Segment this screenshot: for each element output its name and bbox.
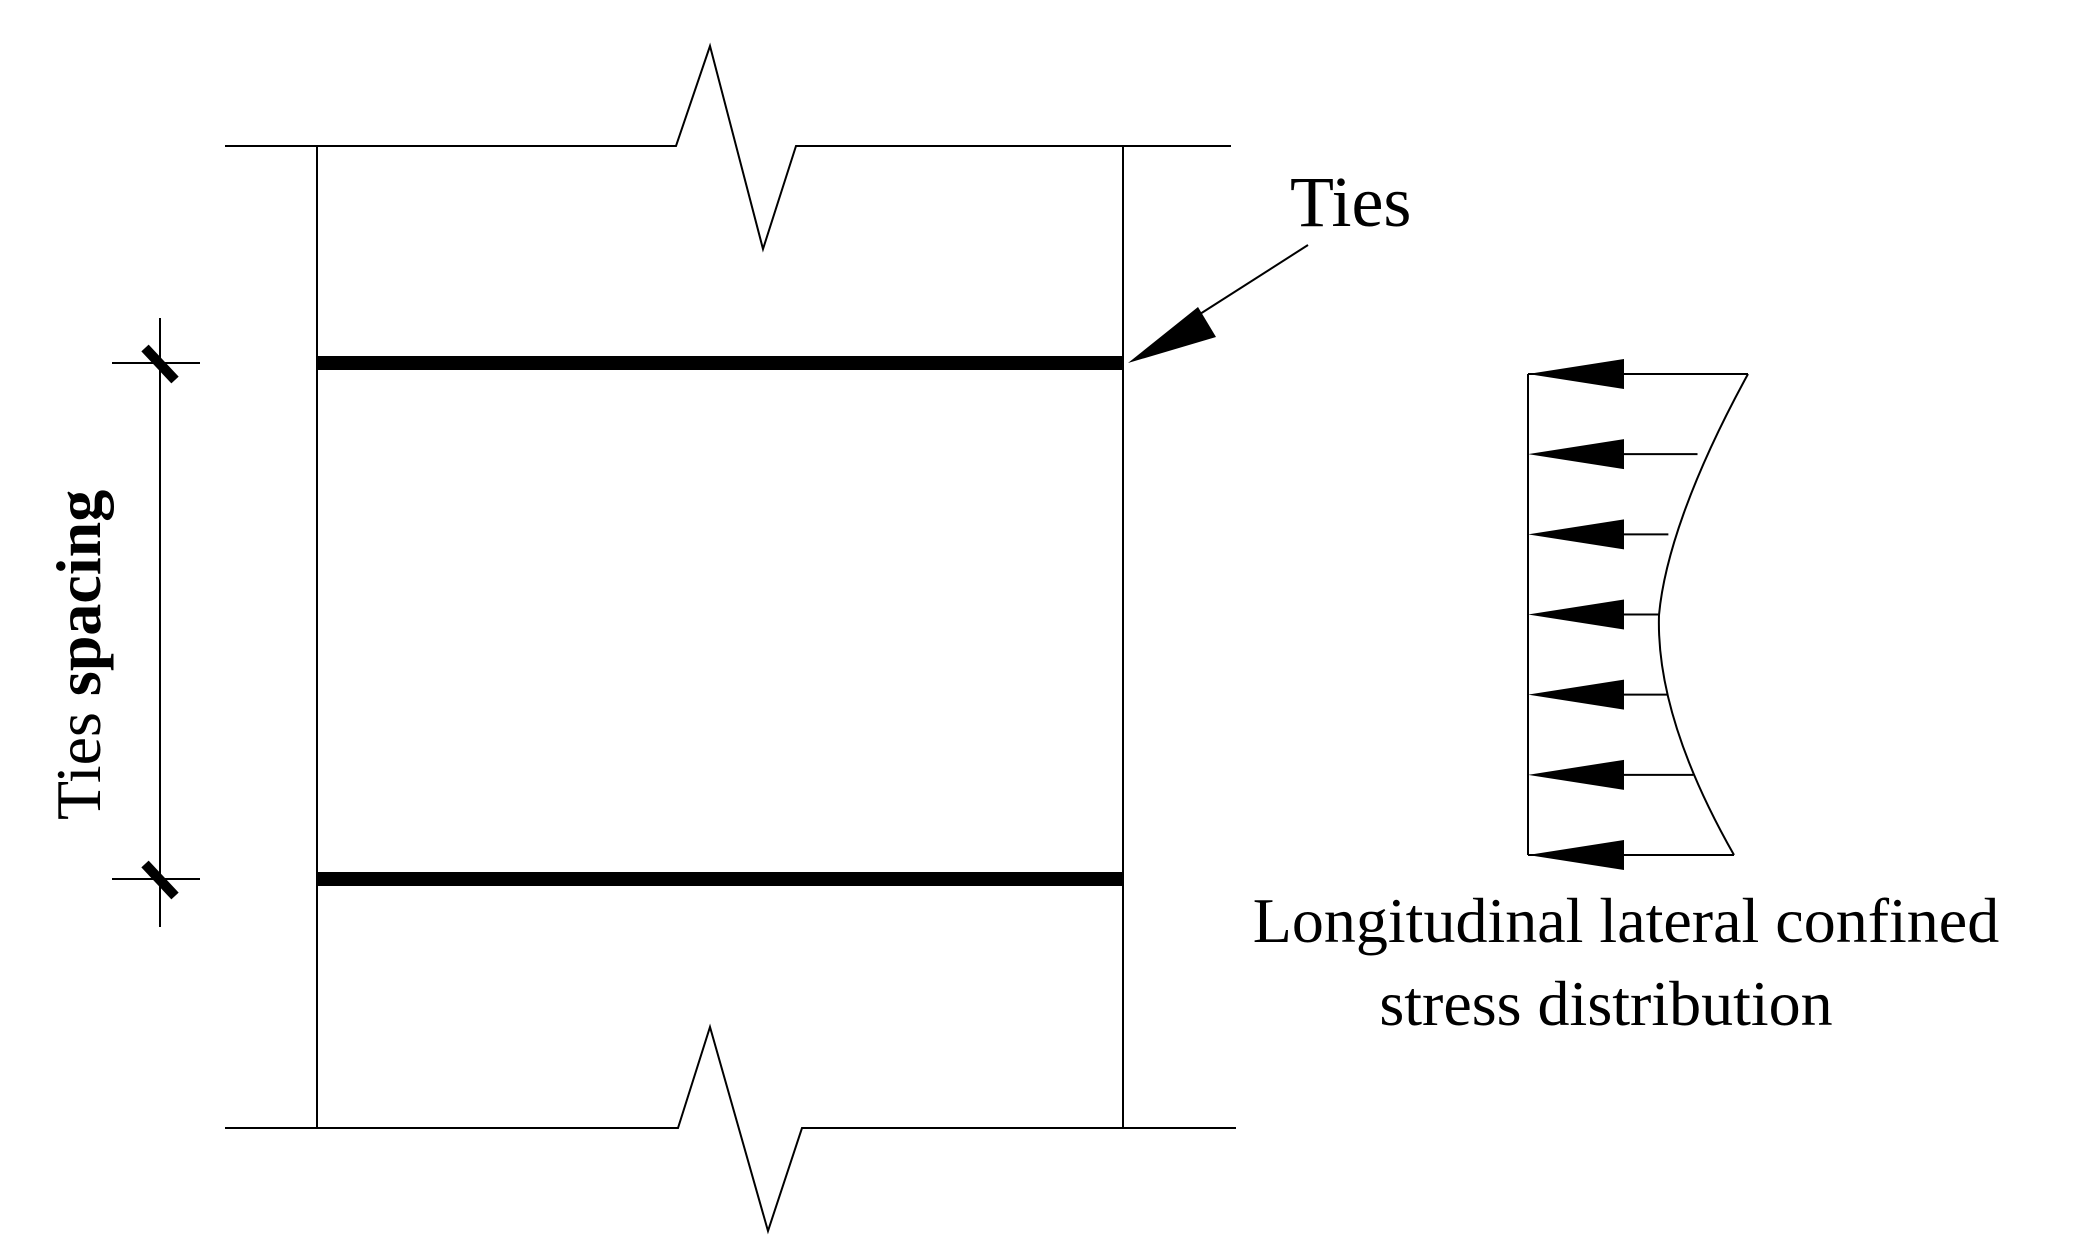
ties-label: Ties xyxy=(1290,162,1411,242)
caption-line-2: stress distribution xyxy=(1379,968,1832,1039)
stress-curve xyxy=(1657,373,1749,856)
ties-leader-arrowhead xyxy=(1128,307,1216,363)
spacing-tick-top xyxy=(141,344,179,384)
stress-arrowhead xyxy=(1528,599,1624,630)
caption-line-1: Longitudinal lateral confined xyxy=(1253,885,1999,956)
stress-arrowhead xyxy=(1528,439,1624,470)
stress-arrowhead xyxy=(1528,359,1624,389)
column-top-break-line xyxy=(225,42,1231,253)
stress-arrows xyxy=(1528,359,1748,870)
stress-arrowhead xyxy=(1528,759,1624,790)
ties-spacing-label: Ties spacing xyxy=(43,490,114,820)
column-bottom-break-line xyxy=(225,1023,1236,1235)
stress-distribution-diagram xyxy=(1527,359,1749,870)
ties-leader-line xyxy=(1199,244,1309,315)
stress-arrowhead xyxy=(1528,840,1624,870)
ties-spacing-label-bold: spacing xyxy=(43,490,114,696)
stress-arrowhead xyxy=(1528,519,1624,550)
stress-arrowhead xyxy=(1528,679,1624,710)
spacing-tick-bottom xyxy=(141,860,179,900)
ties-spacing-label-regular: Ties xyxy=(43,696,114,820)
